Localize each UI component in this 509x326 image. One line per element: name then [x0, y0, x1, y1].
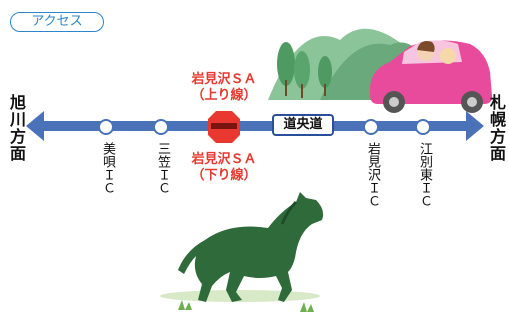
- horse-icon: [160, 192, 324, 312]
- road-arrow: [26, 111, 484, 141]
- ic-bibai-label: 美唄ＩＣ: [100, 142, 115, 194]
- ic-iwamizawa: 岩見沢ＩＣ: [363, 142, 382, 211]
- sa-down-line: （下り線）: [191, 168, 257, 183]
- ic-dot-bibai: [98, 119, 114, 135]
- sa-up-name: 岩見沢ＳＡ: [191, 72, 257, 87]
- ic-dot-iwamizawa: [363, 119, 379, 135]
- direction-sapporo: 札幌方面: [484, 94, 508, 166]
- left-arrow-icon: [26, 111, 44, 141]
- sa-down-name: 岩見沢ＳＡ: [191, 152, 257, 167]
- ic-iwamizawa-label: 岩見沢ＩＣ: [365, 142, 380, 207]
- ic-mikasa-label: 三笠ＩＣ: [155, 142, 170, 194]
- sa-down-label: 岩見沢ＳＡ （下り線）: [154, 152, 294, 184]
- access-badge: アクセス: [10, 12, 104, 32]
- direction-left-label: 旭川方面: [7, 94, 26, 162]
- sa-up-line: （上り線）: [191, 88, 257, 103]
- ic-mikasa: 三笠ＩＣ: [153, 142, 172, 198]
- ic-bibai: 美唄ＩＣ: [98, 142, 117, 198]
- car-icon: [369, 40, 492, 113]
- right-arrow-icon: [466, 111, 484, 141]
- ic-dot-mikasa: [153, 119, 169, 135]
- ic-ebetsuhigashi-label: 江別東ＩＣ: [417, 142, 432, 207]
- sa-up-label: 岩見沢ＳＡ （上り線）: [154, 72, 294, 104]
- ic-dot-ebetsuhigashi: [415, 119, 431, 135]
- ic-ebetsuhigashi: 江別東ＩＣ: [415, 142, 434, 211]
- direction-asahikawa: 旭川方面: [4, 94, 28, 166]
- road-name-badge: 道央道: [272, 114, 334, 136]
- direction-right-label: 札幌方面: [487, 94, 506, 162]
